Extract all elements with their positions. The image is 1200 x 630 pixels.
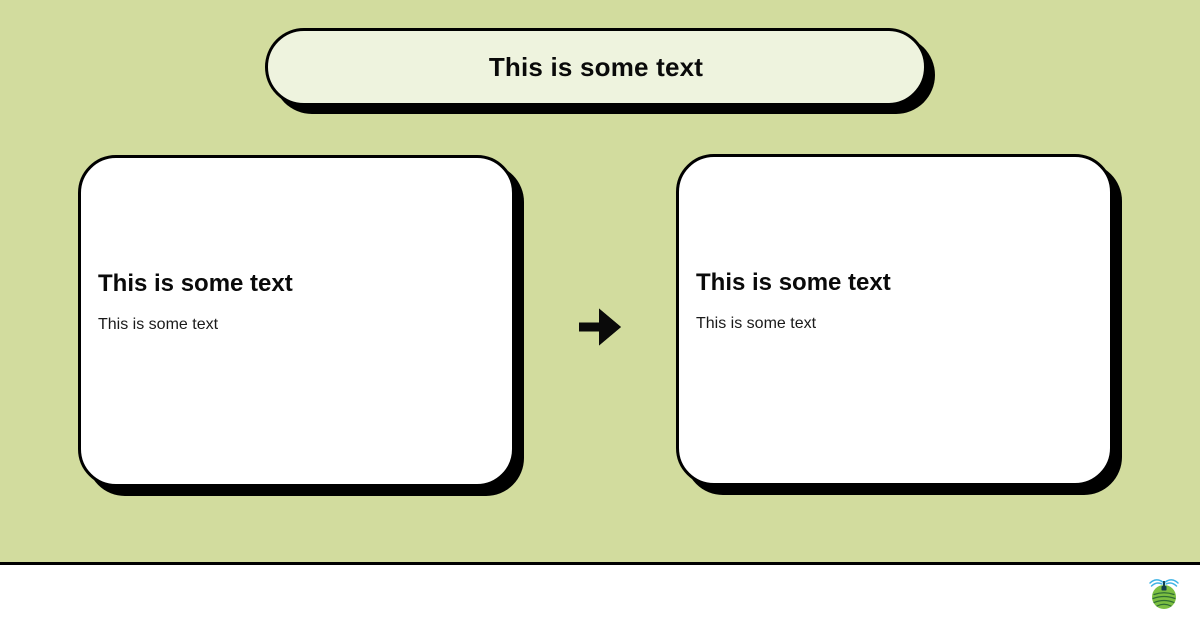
card-left-heading: This is some text [98,270,293,297]
card-left: This is some text This is some text [78,155,515,487]
irrigation-sprinkler-field-logo-icon [1148,578,1180,610]
footer-bar [0,562,1200,630]
title-banner: This is some text [265,28,927,106]
arrow-right-icon [577,304,623,350]
card-right-body: This is some text [696,315,817,332]
card-right: This is some text This is some text [676,154,1113,486]
card-left-body: This is some text [98,316,219,333]
diagram-stage: This is some text This is some text This… [0,0,1200,562]
banner-title: This is some text [488,51,704,82]
card-right-heading: This is some text [696,269,891,296]
